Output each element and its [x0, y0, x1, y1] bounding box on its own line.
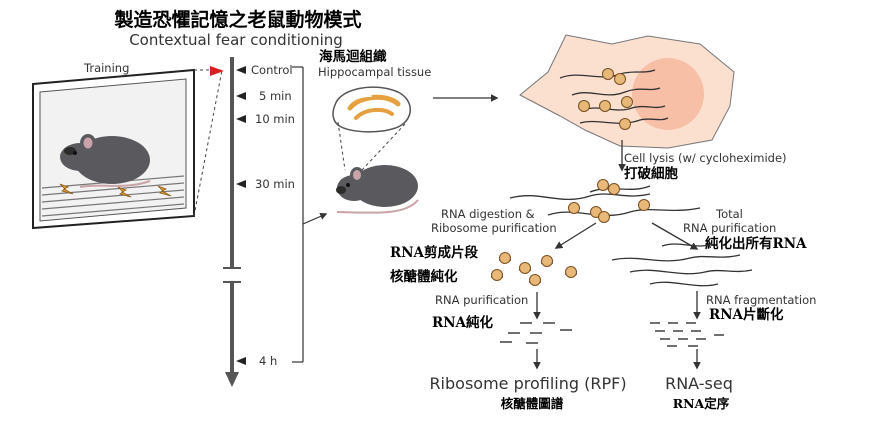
rna-digestion-label-1: RNA digestion &: [441, 207, 535, 221]
rpf-fragments: [500, 322, 572, 344]
title-chinese: 製造恐懼記憶之老鼠動物模式: [113, 8, 361, 31]
timeline-tick-markers: [236, 66, 246, 365]
timeline-axis: [223, 57, 241, 387]
rna-seq-label-zh: RNA定序: [673, 396, 730, 411]
ribosome-profiling-label-en: Ribosome profiling (RPF): [429, 374, 626, 393]
rna-digestion-label-2: Ribosome purification: [431, 221, 557, 235]
digested-ribosome-icons: [491, 252, 577, 286]
training-marker-icon: [210, 66, 224, 76]
ribosome-purification-label-zh: 核醣體純化: [390, 268, 458, 285]
total-rna-label-1: Total: [715, 207, 743, 221]
total-rna-strands: [611, 243, 753, 287]
rna-purification-label-en: RNA purification: [435, 293, 528, 307]
rna-fragmentation-label-zh: RNA片斷化: [709, 306, 784, 323]
test-mouse: [336, 165, 419, 214]
hippocampus-label-zh: 海馬迴組織: [319, 48, 387, 65]
tick-30-min: 30 min: [255, 177, 295, 191]
cell-lysis-label-zh: 打破細胞: [624, 165, 678, 182]
total-rna-label-zh: 純化出所有RNA: [705, 235, 807, 252]
tick-5-min: 5 min: [259, 89, 292, 103]
title-english: Contextual fear conditioning: [129, 31, 343, 49]
rna-seq-label-en: RNA-seq: [665, 374, 733, 393]
hippocampus-brain-icon: [332, 86, 411, 133]
training-label: Training: [83, 61, 129, 75]
training-projection-lines: [193, 69, 223, 217]
ribosome-profiling-label-zh: 核醣體圖譜: [501, 396, 564, 411]
tick-control: Control: [251, 63, 293, 77]
brain-projection-lines: [337, 121, 406, 171]
shock-bolt-icons: [59, 183, 172, 198]
rna-purification-label-zh: RNA純化: [432, 314, 494, 331]
bracket-to-mouse-arrow: [302, 212, 328, 225]
total-rna-label-2: RNA purification: [683, 221, 776, 235]
left-branch-arrow: [554, 222, 597, 249]
hippocampus-label-en: Hippocampal tissue: [318, 65, 431, 79]
lysate-ribosome-icons: [568, 179, 650, 223]
cell-ribosome-icons: [578, 68, 633, 130]
training-mouse: [60, 134, 151, 188]
rna-seq-fragments: [650, 322, 724, 347]
tick-4-h: 4 h: [259, 354, 277, 368]
rna-digestion-label-zh: RNA剪成片段: [390, 244, 479, 261]
timeline-bracket: [292, 66, 304, 363]
tick-10-min: 10 min: [255, 112, 295, 126]
rna-fragmentation-label-en: RNA fragmentation: [706, 293, 816, 307]
cell-lysis-label-en: Cell lysis (w/ cycloheximide): [624, 151, 787, 165]
